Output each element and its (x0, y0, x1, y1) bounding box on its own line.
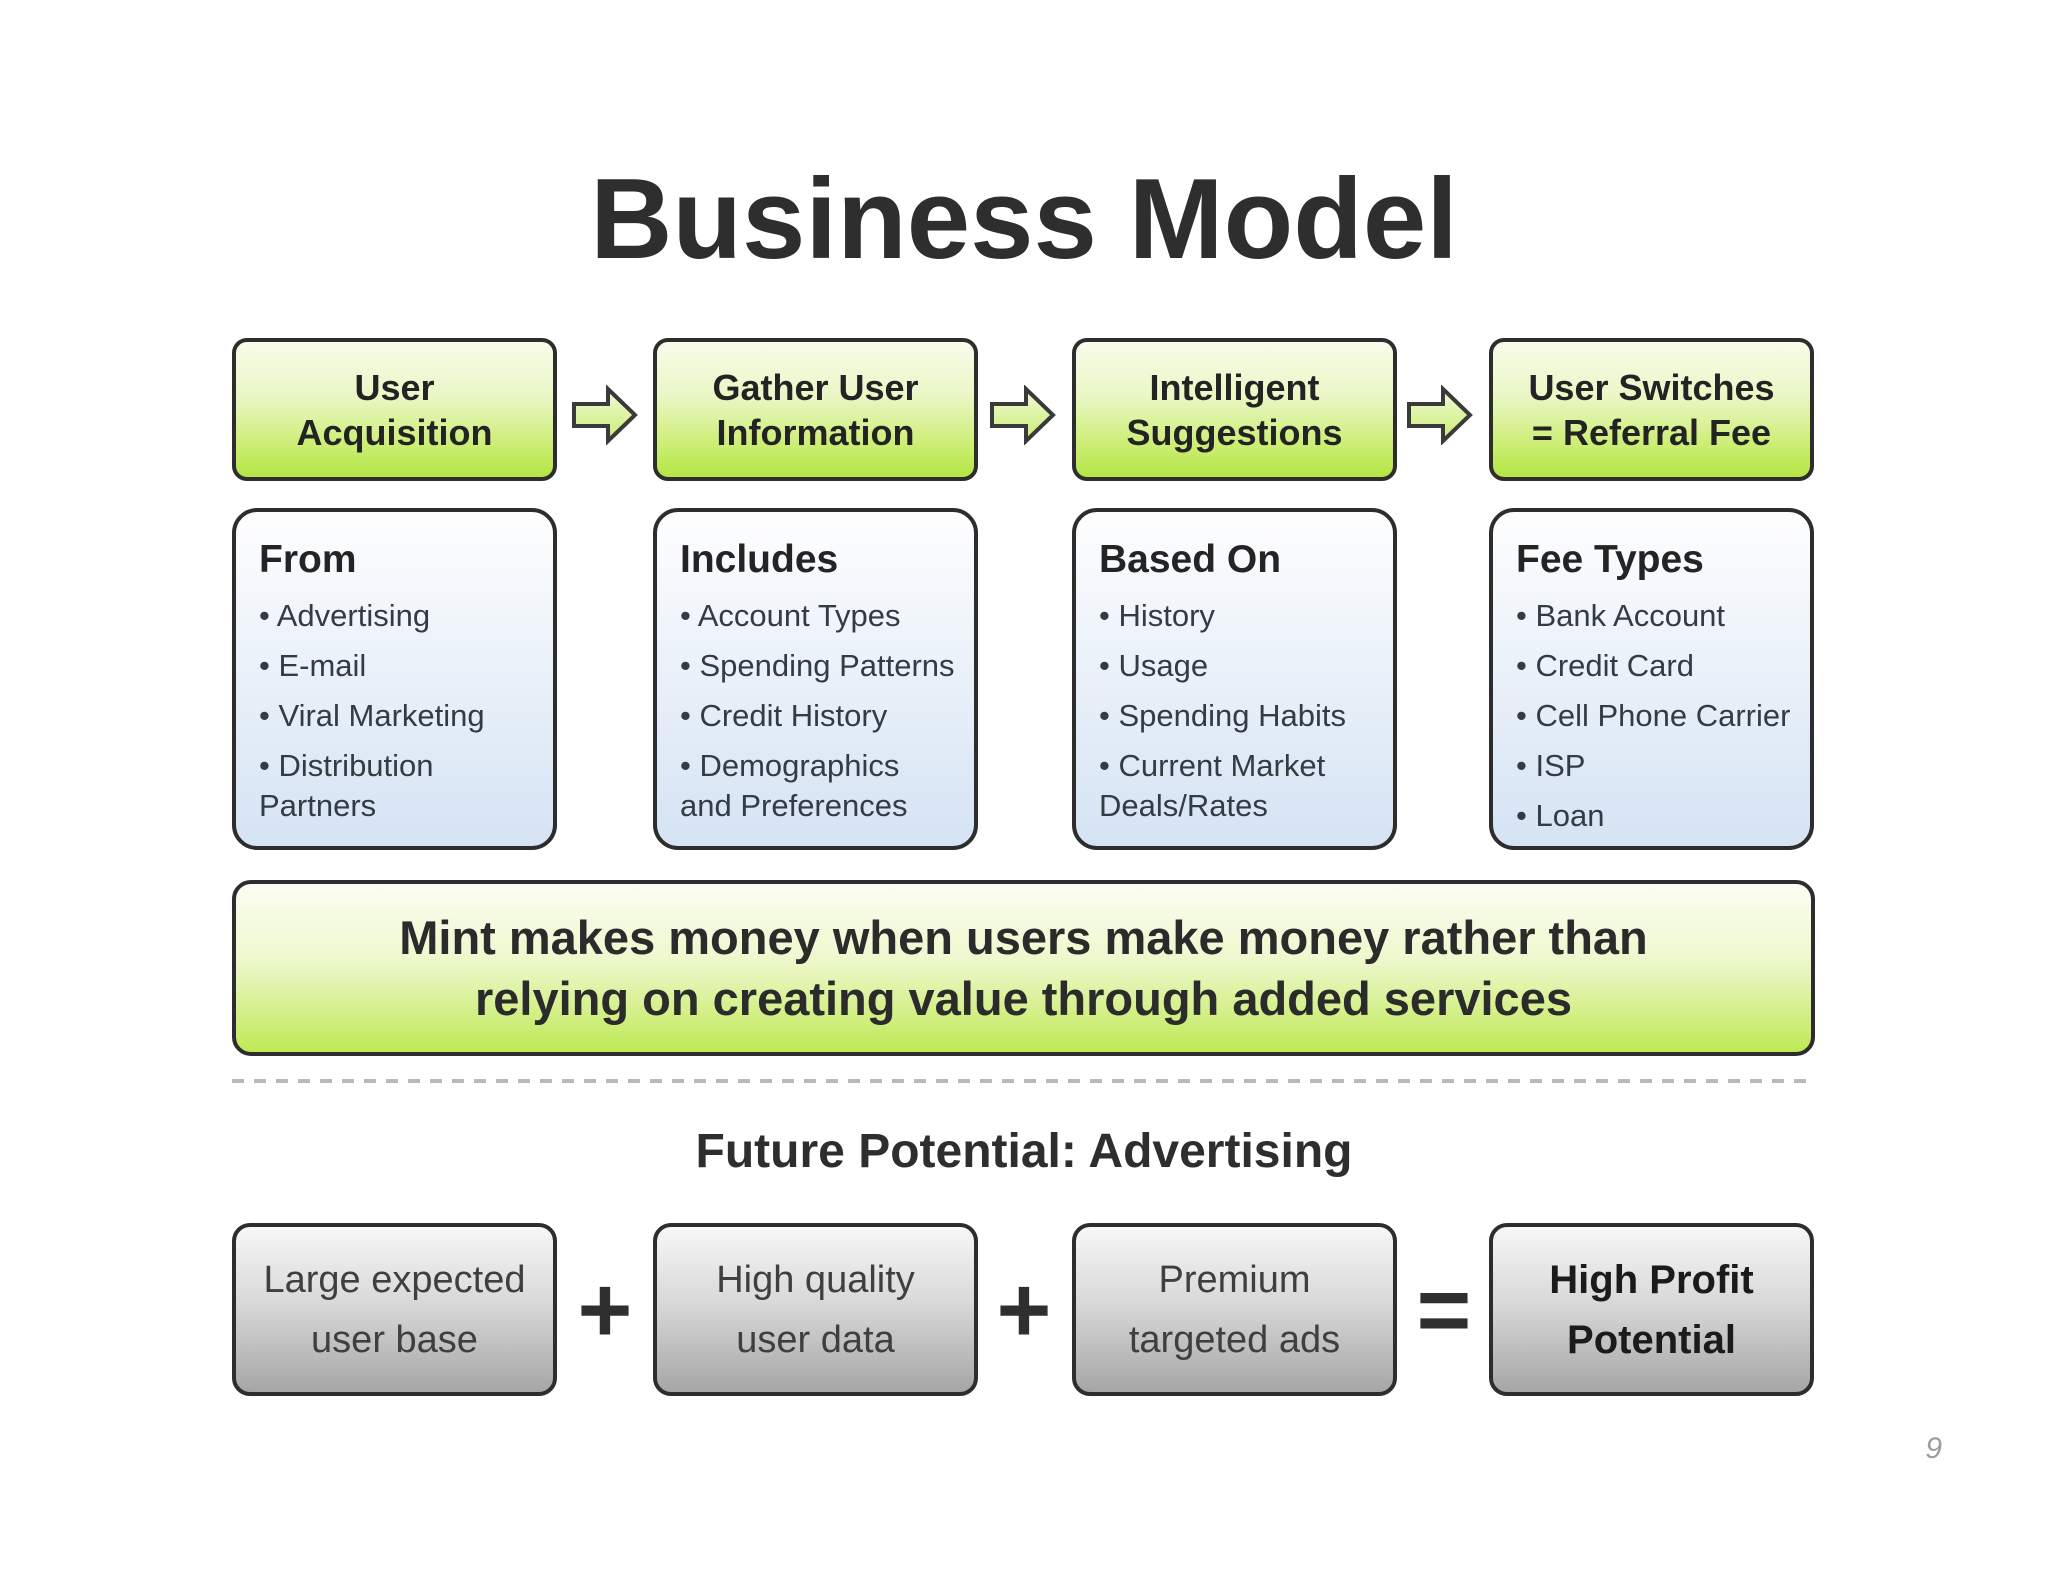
process-step-label: Gather User (712, 366, 919, 408)
list-item: • Demographics (680, 748, 900, 783)
plus-operator: + (996, 1256, 1052, 1362)
future-box-label: user data (736, 1318, 895, 1361)
future-box-label: Potential (1567, 1317, 1736, 1362)
list-item: • Credit Card (1516, 648, 1694, 683)
detail-box-fee-types: Fee Types • Bank Account • Credit Card •… (1489, 508, 1814, 850)
list-item: • Viral Marketing (259, 698, 485, 733)
future-box-label: Large expected (263, 1258, 526, 1301)
process-step-gather-user-information: Gather User Information (653, 338, 978, 481)
future-potential-heading: Future Potential: Advertising (695, 1125, 1353, 1178)
future-box-large-expected-user-base: Large expected user base (232, 1223, 557, 1396)
list-item-wrap: Partners (259, 788, 377, 823)
list-item: • Account Types (680, 598, 901, 633)
arrow-right-icon (990, 385, 1056, 445)
detail-box-heading: Fee Types (1516, 538, 1704, 581)
future-box-label: Premium (1158, 1258, 1311, 1301)
list-item: • Bank Account (1516, 598, 1726, 633)
process-step-label: = Referral Fee (1531, 411, 1772, 453)
process-step-label: Acquisition (296, 411, 493, 453)
list-item: • Usage (1099, 648, 1209, 683)
list-item-wrap: Deals/Rates (1099, 788, 1268, 823)
plus-operator: + (577, 1256, 633, 1362)
detail-box-heading: From (259, 538, 357, 581)
arrow-right-icon (572, 385, 638, 445)
list-item: • Cell Phone Carrier (1516, 698, 1791, 733)
future-box-label: user base (311, 1318, 478, 1361)
process-step-user-switches-referral-fee: User Switches = Referral Fee (1489, 338, 1814, 481)
process-step-user-acquisition: User Acquisition (232, 338, 557, 481)
future-box-premium-targeted-ads: Premium targeted ads (1072, 1223, 1397, 1396)
future-box-label: targeted ads (1128, 1318, 1341, 1361)
detail-box-includes: Includes • Account Types • Spending Patt… (653, 508, 978, 850)
list-item: • Advertising (259, 598, 431, 633)
list-item: • Spending Patterns (680, 648, 955, 683)
detail-box-heading: Based On (1099, 538, 1282, 581)
process-step-intelligent-suggestions: Intelligent Suggestions (1072, 338, 1397, 481)
detail-box-from: From • Advertising • E-mail • Viral Mark… (232, 508, 557, 850)
detail-box-based-on: Based On • History • Usage • Spending Ha… (1072, 508, 1397, 850)
equals-operator: = (1416, 1256, 1472, 1362)
process-step-label: Intelligent (1149, 366, 1320, 408)
process-step-label: User (354, 366, 435, 408)
process-step-label: Information (716, 411, 915, 453)
future-box-label: High quality (716, 1258, 915, 1301)
list-item: • Credit History (680, 698, 888, 733)
page-title: Business Model (590, 156, 1458, 283)
future-box-high-quality-user-data: High quality user data (653, 1223, 978, 1396)
page-number: 9 (1925, 1432, 1942, 1465)
detail-box-heading: Includes (680, 538, 839, 581)
list-item: • Current Market (1099, 748, 1326, 783)
dashed-divider (232, 1079, 1816, 1083)
banner-text: Mint makes money when users make money r… (399, 911, 1648, 964)
list-item: • ISP (1516, 748, 1586, 783)
process-step-label: User Switches (1528, 366, 1775, 408)
list-item: • E-mail (259, 648, 367, 683)
banner-text: relying on creating value through added … (475, 972, 1572, 1025)
list-item: • History (1099, 598, 1215, 633)
list-item: • Distribution (259, 748, 434, 783)
key-message-banner: Mint makes money when users make money r… (232, 880, 1815, 1056)
list-item: • Loan (1516, 798, 1605, 833)
future-box-high-profit-potential: High Profit Potential (1489, 1223, 1814, 1396)
arrow-right-icon (1407, 385, 1473, 445)
list-item: • Spending Habits (1099, 698, 1346, 733)
list-item-wrap: and Preferences (680, 788, 908, 823)
future-box-label: High Profit (1549, 1257, 1754, 1302)
process-step-label: Suggestions (1126, 411, 1343, 453)
